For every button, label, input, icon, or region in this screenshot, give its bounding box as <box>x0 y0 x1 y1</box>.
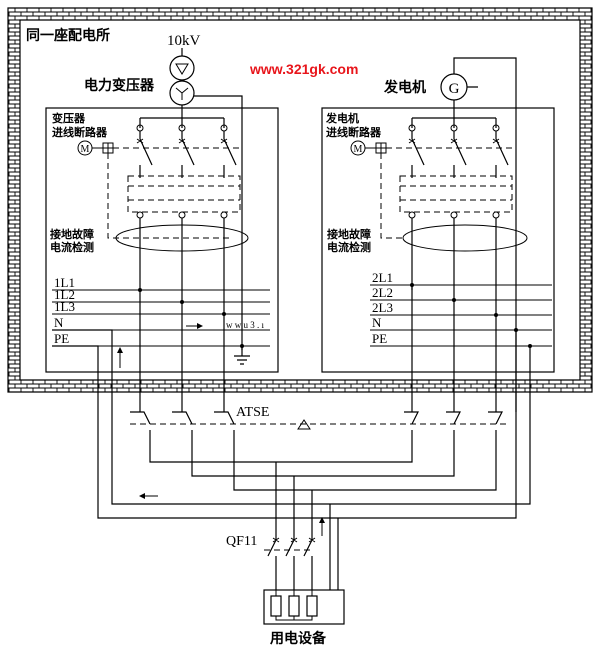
load-n-pe-lines <box>329 504 339 590</box>
left-bus-label-1l2: 1L2 <box>54 287 75 302</box>
qf11-breaker <box>264 532 316 590</box>
generator-neutral-line <box>453 57 517 412</box>
right-bus-label-2l2: 2L2 <box>372 285 393 300</box>
transformer-label: 电力变压器 <box>84 77 155 94</box>
left-bus-label-1l3: 1L3 <box>54 299 75 314</box>
svg-text:M: M <box>354 144 363 155</box>
watermark: www.321gk.com <box>249 61 358 77</box>
generator-ct-ellipse <box>402 224 528 252</box>
transformer-breaker-label-1: 变压器 <box>52 111 86 125</box>
generator-breaker-label-2: 进线断路器 <box>326 125 382 139</box>
transformer-ground-symbol <box>234 346 250 365</box>
right-bus-label-2l1: 2L1 <box>372 270 393 285</box>
generator-trip-linkage <box>380 147 513 239</box>
left-bus-lines <box>52 288 270 348</box>
atse-label: ATSE <box>236 405 269 420</box>
generator-motor-operator: M <box>350 140 387 156</box>
qf11-label: QF11 <box>226 534 257 549</box>
transformer-breaker-label-2: 进线断路器 <box>52 125 108 139</box>
generator-gf-label-2: 电流检测 <box>327 240 371 254</box>
transformer-ct-ellipse <box>115 224 249 252</box>
transformer-neutral-line <box>194 95 243 350</box>
generator-gf-label-1: 接地故障 <box>327 227 371 241</box>
generator-symbol: G <box>440 73 468 101</box>
transformer-cubicle <box>45 107 279 373</box>
transformer-motor-operator: M <box>77 140 114 156</box>
generator-output-lines <box>411 100 497 128</box>
voltage-label: 10kV <box>167 33 201 49</box>
transformer-output-lines <box>139 105 225 128</box>
substation-label: 同一座配电所 <box>26 27 110 44</box>
right-bus-label-2l3: 2L3 <box>372 300 393 315</box>
atse-output-ties <box>149 446 497 491</box>
load-equipment <box>263 589 345 625</box>
pe-return-line <box>52 330 517 519</box>
svg-text:G: G <box>449 81 460 97</box>
faint-marks: w w u 3 . ı <box>226 320 264 330</box>
right-bus-label-n: N <box>372 315 382 330</box>
generator-breaker-poles <box>408 124 509 314</box>
left-bus-label-pe: PE <box>54 331 69 346</box>
left-bus-label-1l1: 1L1 <box>54 275 75 290</box>
load-label: 用电设备 <box>270 630 327 647</box>
generator-breaker-label-1: 发电机 <box>325 111 359 125</box>
transformer-gf-label-1: 接地故障 <box>50 227 94 241</box>
right-bus-label-pe: PE <box>372 331 387 346</box>
transformer-gf-label-2: 电流检测 <box>50 240 94 254</box>
substation-wall <box>7 7 593 393</box>
svg-text:M: M <box>81 144 90 155</box>
left-bus-label-n: N <box>54 315 64 330</box>
left-atse-feeds <box>139 290 225 412</box>
generator-label: 发电机 <box>383 79 426 96</box>
qf11-feed-lines <box>275 462 313 532</box>
right-atse-feeds <box>411 285 497 412</box>
n-return-line <box>52 329 531 505</box>
atse-switch <box>130 411 510 446</box>
transformer-symbol <box>169 55 195 106</box>
right-bus-lines <box>370 283 552 348</box>
transformer-trip-linkage <box>107 147 241 239</box>
generator-cubicle <box>321 107 555 373</box>
transformer-breaker-poles <box>136 124 237 314</box>
